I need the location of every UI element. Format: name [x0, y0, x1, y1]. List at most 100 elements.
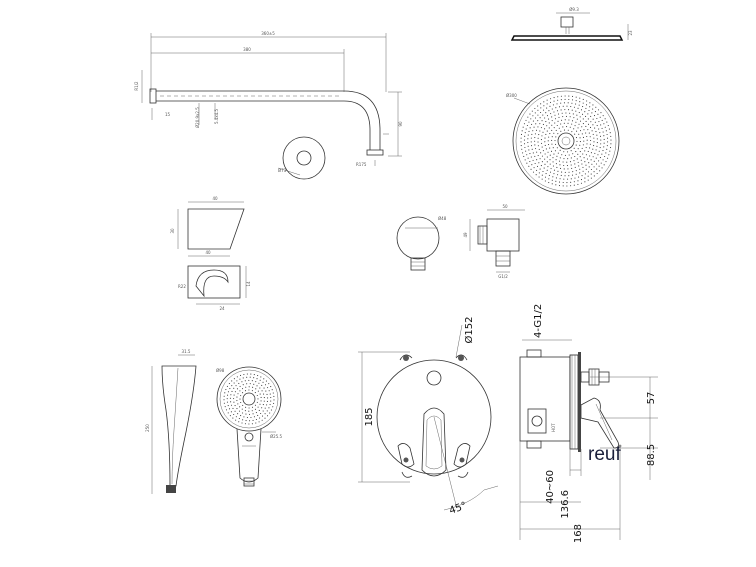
nozzle-dot [605, 161, 607, 163]
nozzle-dot [530, 168, 532, 170]
nozzle-dot [602, 150, 604, 152]
nozzle-dot [540, 142, 543, 144]
arm-wall-depth: 15 [165, 112, 171, 117]
nozzle-dot [236, 376, 238, 378]
nozzle-dot [530, 118, 532, 120]
nozzle-dot [236, 396, 238, 398]
nozzle-dot [524, 132, 526, 134]
nozzle-dot [593, 175, 595, 177]
nozzle-dot [254, 392, 256, 394]
nozzle-dot [527, 157, 529, 159]
nozzle-dot [544, 163, 546, 165]
nozzle-dot [568, 175, 570, 177]
nozzle-dot [583, 157, 585, 159]
handshower-face-diameter: Ø98 [216, 368, 225, 373]
nozzle-dot [567, 178, 569, 180]
nozzle-dot [541, 178, 543, 180]
handshower-nozzles [223, 373, 275, 425]
nozzle-dot [542, 123, 544, 126]
nozzle-dot [586, 100, 588, 102]
nozzle-dot [243, 373, 245, 376]
nozzle-dot [534, 144, 536, 146]
nozzle-dot [233, 387, 235, 389]
nozzle-dot [553, 111, 555, 113]
nozzle-dot [549, 159, 551, 161]
nozzle-dot [266, 410, 268, 412]
nozzle-dot [579, 120, 582, 122]
nozzle-dot [264, 384, 267, 386]
nozzle-dot [542, 170, 544, 173]
nozzle-dot [261, 419, 263, 421]
mixer-depth-handle: 88.5 [646, 444, 657, 466]
nozzle-dot [584, 177, 586, 179]
nozzle-dot [577, 127, 579, 129]
nozzle-dot [550, 98, 552, 100]
nozzle-dot [585, 154, 587, 156]
nozzle-dot [231, 380, 233, 382]
nozzle-dot [546, 161, 548, 163]
nozzle-dot [551, 143, 553, 145]
nozzle-dot [595, 149, 597, 151]
nozzle-dot [535, 123, 537, 125]
nozzle-dot [545, 148, 547, 150]
nozzle-dot [272, 406, 274, 408]
nozzle-dot [540, 127, 542, 129]
nozzle-dot [526, 154, 528, 156]
nozzle-dot [566, 105, 568, 107]
nozzle-dot [536, 159, 538, 161]
nozzle-dot [272, 392, 274, 394]
nozzle-dot [562, 185, 564, 187]
nozzle-dot [563, 122, 565, 124]
arm-bottom-edge [156, 100, 371, 150]
nozzle-dot [586, 139, 588, 141]
nozzle-dot [525, 150, 527, 152]
nozzle-dot [542, 109, 545, 111]
nozzle-dot [577, 148, 579, 150]
nozzle-dot [527, 138, 529, 140]
nozzle-dot [598, 150, 600, 152]
nozzle-dot [527, 134, 529, 136]
nozzle-dot [552, 161, 554, 163]
nozzle-dot [553, 100, 555, 102]
nozzle-dot [608, 128, 610, 130]
mixer-ear-bl [401, 471, 413, 478]
nozzle-dot [583, 129, 585, 131]
elbow-width: 50 [502, 204, 508, 209]
nozzle-dot [520, 137, 522, 139]
arm-drop: 90 [398, 121, 403, 127]
nozzle-dot [587, 179, 589, 181]
nozzle-dot [552, 176, 554, 178]
holder-depth: 24 [219, 306, 225, 311]
nozzle-dot [538, 176, 540, 178]
nozzle-dot [608, 154, 610, 156]
handshower-center [242, 392, 256, 406]
mixer-inlet [527, 408, 547, 434]
nozzle-dot [606, 121, 608, 123]
elbow-side-thread [477, 225, 488, 245]
nozzle-dot [227, 412, 229, 414]
nozzle-dot [585, 146, 587, 149]
nozzle-dot [557, 120, 559, 122]
nozzle-dot [541, 155, 543, 157]
nozzle-dot [545, 121, 547, 123]
nozzle-dot [553, 169, 555, 171]
nozzle-dot [584, 150, 586, 152]
nozzle-dot [233, 401, 235, 403]
nozzle-dot [521, 130, 523, 132]
nozzle-dot [562, 105, 564, 107]
nozzle-dot [245, 386, 247, 388]
nozzle-dot [522, 152, 524, 154]
nozzle-dot [268, 383, 270, 385]
nozzle-dot [223, 399, 225, 401]
nozzle-dot [582, 166, 584, 168]
nozzle-dot [239, 398, 241, 400]
nozzle-dot [555, 107, 557, 109]
nozzle-dot [536, 151, 538, 153]
nozzle-dot [598, 165, 600, 167]
nozzle-dot [562, 161, 564, 163]
nozzle-dot [539, 158, 541, 160]
nozzle-dot [571, 131, 573, 133]
handshower-length: 250 [145, 424, 150, 432]
elbow-height: 49 [463, 232, 468, 238]
